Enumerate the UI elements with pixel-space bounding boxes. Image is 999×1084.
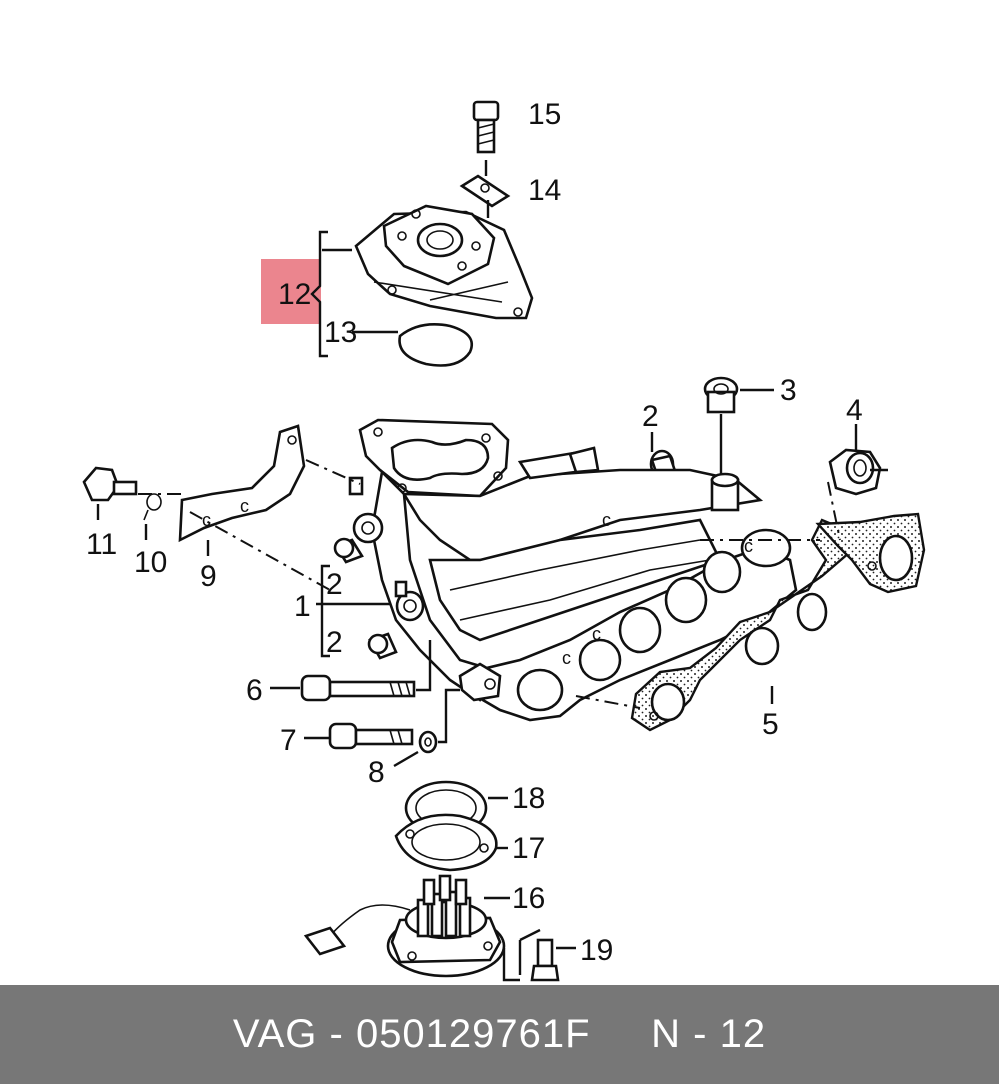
- callout-12: 12: [278, 278, 311, 311]
- part-3-plug: [703, 376, 739, 414]
- callout-7: 7: [280, 724, 297, 757]
- part-4-nut: [828, 448, 882, 496]
- part-14-bracket: [459, 174, 511, 218]
- svg-text:c: c: [602, 510, 611, 530]
- callout-3: 3: [780, 374, 797, 407]
- callout-14: 14: [528, 174, 561, 207]
- callout-10: 10: [134, 546, 167, 579]
- callout-16: 16: [512, 882, 545, 915]
- callout-1: 1: [294, 590, 311, 623]
- part-5-manifold-gasket: [630, 512, 926, 732]
- svg-text:c: c: [744, 536, 753, 556]
- part-19-bolt: [530, 938, 560, 982]
- svg-text:c: c: [592, 624, 601, 644]
- part-2-sleeve-left-upper: [333, 537, 364, 564]
- svg-text:c: c: [202, 510, 211, 530]
- callout-18: 18: [512, 782, 545, 815]
- svg-text:c: c: [240, 496, 249, 516]
- callout-9: 9: [200, 560, 217, 593]
- callout-2-left-lower: 2: [326, 626, 343, 659]
- part-6-bolt: [300, 674, 416, 702]
- part-11-bolt: [82, 466, 138, 502]
- part-15-bolt: [472, 100, 500, 154]
- part-16-sensor: [303, 874, 506, 978]
- part-9-bracket: c c: [178, 424, 306, 543]
- highlight-box-12: [261, 259, 321, 324]
- callout-5: 5: [762, 708, 779, 741]
- callout-15: 15: [528, 98, 561, 131]
- part-17-gasket: [394, 813, 498, 872]
- callout-4: 4: [846, 394, 863, 427]
- callout-6: 6: [246, 674, 263, 707]
- footer-bar: VAG - 050129761F N - 12: [0, 985, 999, 1084]
- part-1-intake-manifold: c c c c: [348, 418, 798, 722]
- callout-17: 17: [512, 832, 545, 865]
- svg-text:c: c: [562, 648, 571, 668]
- callout-2-upper: 2: [642, 400, 659, 433]
- callout-11: 11: [86, 528, 117, 561]
- part-10-clip: [143, 493, 162, 521]
- callout-19: 19: [580, 934, 613, 967]
- part-2-sleeve-left-lower: [367, 632, 398, 660]
- footer-part-number: VAG - 050129761F N - 12: [232, 1012, 767, 1056]
- callout-2-left-upper: 2: [326, 568, 343, 601]
- callout-8: 8: [368, 756, 385, 789]
- part-8-washer: [418, 730, 438, 754]
- callout-13: 13: [324, 316, 357, 349]
- part-7-bolt: [328, 722, 414, 750]
- part-12-throttle-housing: [354, 204, 534, 320]
- exploded-parts-diagram: c c c c c c: [82, 98, 926, 982]
- part-13-gasket: [398, 323, 474, 367]
